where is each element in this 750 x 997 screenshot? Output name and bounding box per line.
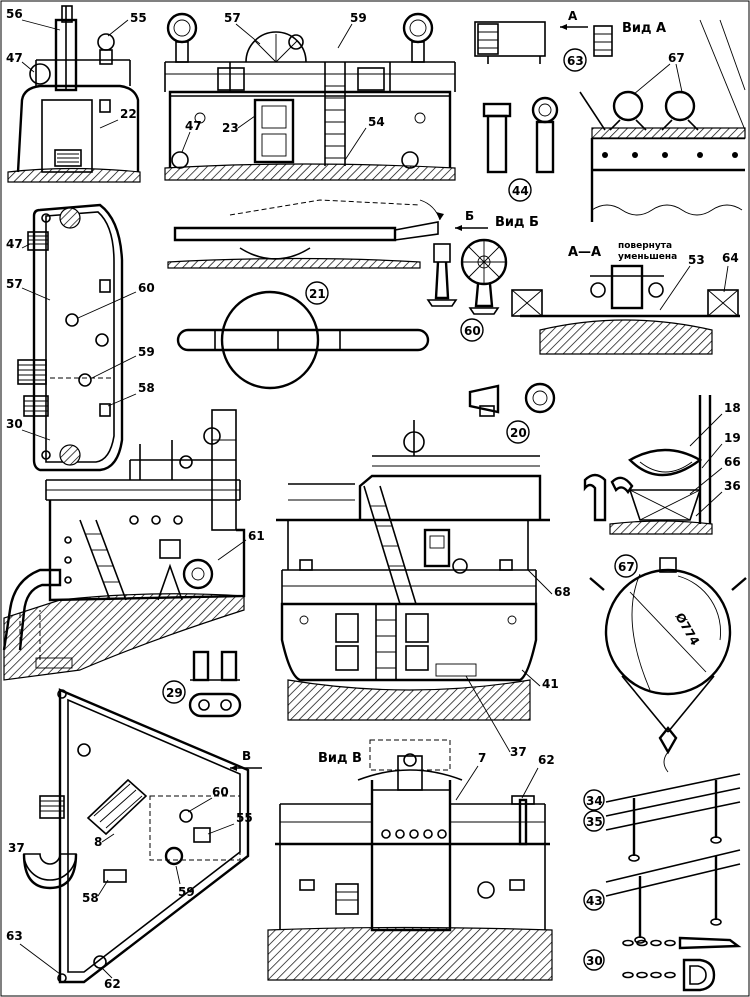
circled-63: 63 [567,54,584,68]
view-v-bottom-center: Вид В 7 62 [267,739,555,981]
callout-53: 53 [688,253,705,267]
callout-67: 67 [668,51,685,65]
callout-23: 23 [222,121,239,135]
part-20: 20 [468,382,556,444]
callout-60-tri: 60 [212,785,229,799]
section-note-rotated: повернута [618,241,672,251]
callout-60-plan: 60 [138,281,155,295]
callout-36: 36 [724,479,741,493]
callout-59-tri: 59 [178,885,195,899]
side-view-mid-left: 61 [2,409,265,681]
callout-59: 59 [350,11,367,25]
callout-22: 22 [120,107,137,121]
circled-21: 21 [309,287,326,301]
callout-58-tri: 58 [82,891,99,905]
front-view-mid: 68 41 37 [276,420,571,759]
side-view-top-left: 56 55 47 22 [6,5,147,183]
dimension-diameter: Ø774 [672,610,702,648]
callout-63-tri: 63 [6,929,23,943]
callout-61: 61 [248,529,265,543]
part-29: 29 [162,650,242,718]
part-21: 21 [167,199,444,390]
callout-55: 55 [130,11,147,25]
callout-47: 47 [6,51,23,65]
callout-7: 7 [478,751,486,765]
view-a-title: Вид А [622,21,666,36]
callout-62-tri: 62 [104,977,121,991]
circled-67: 67 [618,560,635,574]
parts-railings-chain: 34 35 43 30 [583,773,742,992]
circled-43: 43 [586,894,603,908]
plan-view-bottom-left: В 60 55 8 37 58 59 63 62 [6,688,262,991]
callout-55-tri: 55 [236,811,253,825]
callout-59-plan: 59 [138,345,155,359]
callout-66: 66 [724,455,741,469]
callout-62-v: 62 [538,753,555,767]
callout-47-front: 47 [185,119,202,133]
callout-56: 56 [6,7,23,21]
section-aa-title: А—А [568,245,601,260]
callout-37-tri: 37 [8,841,25,855]
callout-57: 57 [224,11,241,25]
view-v-title: Вид В [318,751,362,766]
circled-30: 30 [586,954,603,968]
circled-34: 34 [586,794,603,808]
circled-44: 44 [512,184,529,198]
circled-20: 20 [510,426,527,440]
callout-30-plan: 30 [6,417,23,431]
callout-58-plan: 58 [138,381,155,395]
section-a-a: А—А повернута уменьшена 53 64 [511,241,740,355]
callout-47-plan: 47 [6,237,23,251]
callout-57-plan: 57 [6,277,23,291]
callout-8: 8 [94,835,102,849]
callout-18: 18 [724,401,741,415]
callout-68: 68 [554,585,571,599]
front-view-top-center: 57 59 47 23 54 [164,11,456,181]
callout-37-front: 37 [510,745,527,759]
arrow-v-label: В [242,749,251,763]
callout-54: 54 [368,115,385,129]
boat-davit: 18 19 66 36 [583,395,741,535]
callout-19: 19 [724,431,741,445]
plan-view-left: 47 57 60 59 58 30 [6,203,155,472]
callout-64: 64 [722,251,739,265]
view-b-title: Вид Б [495,215,539,230]
circled-29: 29 [166,686,183,700]
circled-35: 35 [586,815,603,829]
circled-60: 60 [464,324,481,338]
part-44: 44 [482,96,559,202]
part-60-vid-b: Б Вид Б 60 [426,209,539,342]
part-67-mine: Ø774 67 [589,554,747,773]
arrow-b-label: Б [465,209,474,223]
callout-41: 41 [542,677,559,691]
view-a-lamp-and-mines: А Вид А 63 67 [474,9,746,222]
arrow-a-label: А [568,9,578,23]
section-note-reduced: уменьшена [618,252,677,262]
